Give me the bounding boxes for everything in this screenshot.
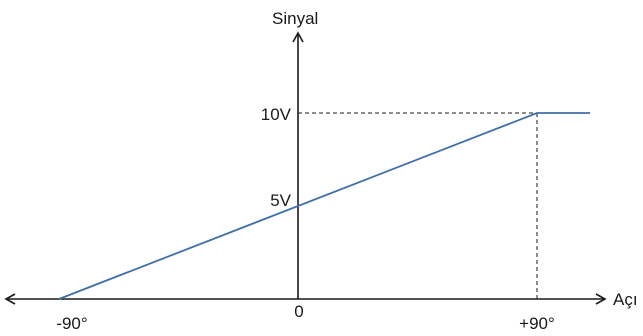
y-tick-label-5v: 5V xyxy=(270,191,291,210)
series-line xyxy=(58,112,591,300)
x-tick-label-minus-90: -90° xyxy=(56,314,87,333)
y-tick-label-10v: 10V xyxy=(261,105,292,124)
x-tick-label-plus-90: +90° xyxy=(519,314,555,333)
x-tick-label-0: 0 xyxy=(294,302,303,321)
x-axis-label: Açı xyxy=(613,290,638,309)
y-axis-label: Sinyal xyxy=(272,9,318,28)
